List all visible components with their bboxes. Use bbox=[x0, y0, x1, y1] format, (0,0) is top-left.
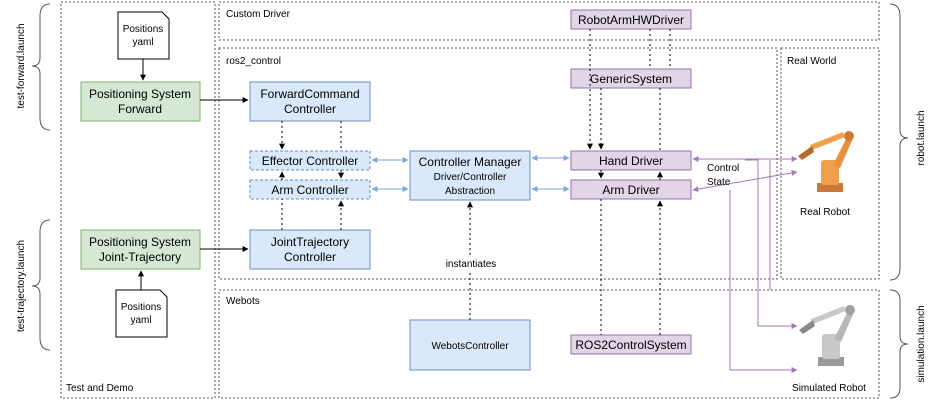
region-custom-driver-label: Custom Driver bbox=[226, 9, 291, 20]
side-label-simulation: simulation.launch bbox=[916, 305, 927, 382]
sim-robot-base bbox=[818, 357, 844, 366]
real-robot-lower-arm bbox=[821, 160, 839, 185]
sim-robot-joint bbox=[845, 305, 855, 315]
forward-command-line1: ForwardCommand bbox=[260, 87, 359, 101]
controller-manager-line2: Driver/Controller bbox=[434, 172, 507, 183]
region-ros2-control-label: ros2_control bbox=[226, 56, 281, 67]
arm-driver: Arm Driver bbox=[570, 179, 692, 200]
controller-manager: Controller Manager Driver/Controller Abs… bbox=[409, 150, 531, 201]
ros2-control-system-label: ROS2ControlSystem bbox=[575, 338, 686, 352]
link-arm-real-robot bbox=[692, 169, 798, 193]
positioning-trajectory-line1: Positioning System bbox=[89, 235, 191, 249]
ros2-control-system: ROS2ControlSystem bbox=[570, 334, 692, 355]
side-label-robot: robot.launch bbox=[916, 110, 927, 165]
controller-manager-line1: Controller Manager bbox=[419, 155, 522, 169]
sim-robot-gripper bbox=[799, 320, 815, 334]
webots-controller: WebotsController bbox=[409, 319, 531, 371]
sim-robot-forearm bbox=[811, 306, 846, 324]
arm-controller: Arm Controller bbox=[249, 179, 371, 200]
positioning-system-joint-trajectory: Positioning System Joint-Trajectory bbox=[80, 229, 201, 270]
sim-robot-upper-arm bbox=[834, 309, 854, 342]
region-custom-driver: Custom Driver bbox=[218, 1, 880, 41]
real-robot-label: Real Robot bbox=[800, 207, 850, 218]
simulated-robot-image bbox=[799, 305, 855, 366]
robot-arm-hw-driver: RobotArmHWDriver bbox=[570, 9, 692, 30]
effector-controller: Effector Controller bbox=[249, 150, 371, 171]
link-arm-sim-robot bbox=[729, 190, 798, 373]
controller-manager-line3: Abstraction bbox=[445, 186, 495, 197]
arm-driver-label: Arm Driver bbox=[602, 183, 659, 197]
joint-trajectory-line1: JointTrajectory bbox=[271, 235, 349, 249]
region-test-and-demo: Test and Demo bbox=[60, 1, 216, 399]
hand-driver-label: Hand Driver bbox=[599, 154, 663, 168]
joint-trajectory-line2: Controller bbox=[284, 250, 336, 264]
positions-yaml-file-top: Positions yaml bbox=[117, 11, 170, 60]
real-robot-gripper bbox=[798, 146, 814, 160]
real-robot-upper-arm bbox=[833, 135, 853, 168]
region-real-world: Real World bbox=[780, 47, 880, 280]
instantiates-label-bg bbox=[440, 256, 502, 270]
link-hand-sim-robot bbox=[745, 159, 798, 329]
region-webots: Webots bbox=[218, 289, 880, 399]
brace-robot: robot.launch bbox=[889, 3, 927, 281]
brace-simulation: simulation.launch bbox=[889, 289, 927, 399]
joint-trajectory-controller: JointTrajectory Controller bbox=[249, 229, 371, 270]
file-bottom-line1: Positions bbox=[121, 302, 162, 313]
brace-test-trajectory: test-trajectory.launch bbox=[16, 219, 51, 351]
positioning-trajectory-line2: Joint-Trajectory bbox=[99, 250, 181, 264]
file-top-line2: yaml bbox=[132, 37, 153, 48]
region-test-and-demo-label: Test and Demo bbox=[66, 383, 134, 394]
positioning-forward-line2: Forward bbox=[118, 102, 162, 116]
positions-yaml-file-bottom: Positions yaml bbox=[115, 289, 168, 338]
control-label: Control bbox=[707, 163, 739, 174]
sim-robot-lower-arm bbox=[822, 334, 840, 359]
positioning-system-forward: Positioning System Forward bbox=[80, 81, 201, 122]
arm-controller-label: Arm Controller bbox=[271, 183, 348, 197]
real-robot-base bbox=[817, 183, 843, 192]
side-label-test-forward: test-forward.launch bbox=[16, 23, 27, 108]
brace-test-forward: test-forward.launch bbox=[16, 3, 51, 131]
generic-system-label: GenericSystem bbox=[590, 72, 672, 86]
hw-driver-label: RobotArmHWDriver bbox=[578, 13, 684, 27]
region-real-world-label: Real World bbox=[787, 56, 836, 67]
region-ros2-control: ros2_control bbox=[218, 47, 778, 280]
file-bottom-line2: yaml bbox=[130, 315, 151, 326]
hand-driver: Hand Driver bbox=[570, 150, 692, 171]
forward-command-controller: ForwardCommand Controller bbox=[249, 81, 371, 122]
generic-system: GenericSystem bbox=[570, 68, 692, 89]
simulated-robot-label: Simulated Robot bbox=[792, 383, 866, 394]
file-top-line1: Positions bbox=[123, 24, 164, 35]
state-label: State bbox=[707, 177, 731, 188]
forward-command-line2: Controller bbox=[284, 102, 336, 116]
side-label-test-trajectory: test-trajectory.launch bbox=[16, 240, 27, 332]
instantiates-label: instantiates bbox=[446, 259, 497, 270]
effector-controller-label: Effector Controller bbox=[262, 154, 359, 168]
region-webots-label: Webots bbox=[226, 296, 260, 307]
real-robot-forearm bbox=[810, 132, 845, 150]
real-robot-image bbox=[798, 131, 854, 192]
positioning-forward-line1: Positioning System bbox=[89, 87, 191, 101]
webots-controller-label: WebotsController bbox=[431, 341, 509, 352]
real-robot-joint bbox=[844, 131, 854, 141]
